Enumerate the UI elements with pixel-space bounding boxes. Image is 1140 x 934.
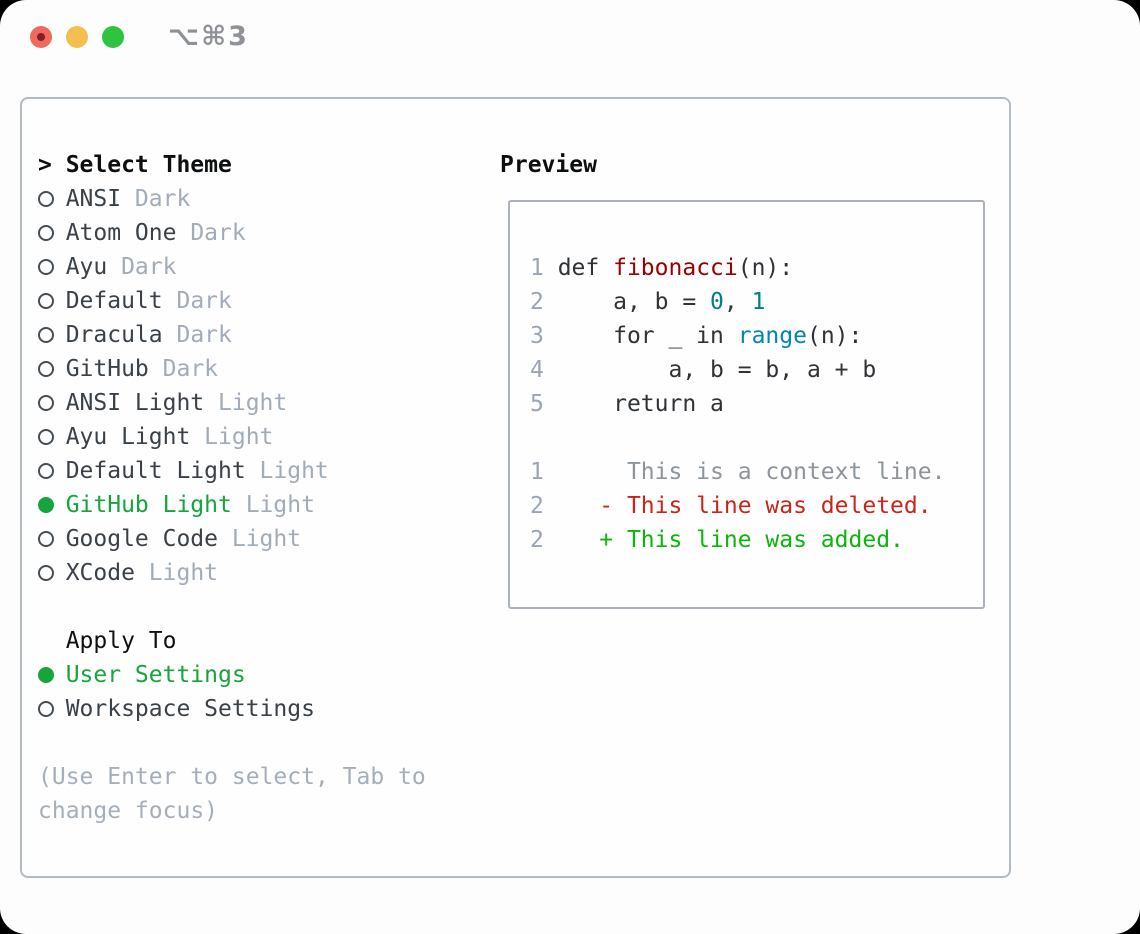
- select-theme-header: > Select Theme: [38, 148, 426, 182]
- builtin-token: range: [737, 323, 807, 349]
- code-line: 2 a, b = 0, 1: [530, 289, 766, 315]
- diff-added-line: 2 + This line was added.: [530, 527, 904, 553]
- close-button[interactable]: [30, 26, 52, 48]
- radio-icon: [38, 420, 66, 455]
- diff-deleted-line: 2 - This line was deleted.: [530, 493, 932, 519]
- window-title: ⌥⌘3: [168, 21, 249, 52]
- radio-icon: [38, 454, 66, 489]
- function-name-token: fibonacci: [613, 255, 738, 281]
- keyboard-hint-line-2: change focus): [38, 798, 219, 824]
- keyboard-hint-line-1: (Use Enter to select, Tab to: [38, 764, 426, 790]
- line-number: 2: [530, 493, 544, 519]
- preview-header: Preview: [500, 152, 597, 178]
- radio-icon: [38, 386, 66, 421]
- spacer: [530, 421, 983, 455]
- minimize-button[interactable]: [66, 26, 88, 48]
- radio-icon: [38, 216, 66, 251]
- radio-icon: [38, 352, 66, 387]
- diff-context-line: 1 This is a context line.: [530, 459, 946, 485]
- preview-box: 1 def fibonacci(n): 2 a, b = 0, 1 3 for …: [508, 200, 985, 609]
- line-number: 3: [530, 323, 544, 349]
- line-number: 1: [530, 459, 544, 485]
- radio-selected-icon: [38, 658, 66, 693]
- apply-to-label: Apply To: [65, 628, 177, 654]
- radio-icon: [38, 182, 66, 217]
- number-token: 1: [751, 289, 766, 315]
- code-line: 3 for _ in range(n):: [530, 323, 863, 349]
- code-line: 1 def fibonacci(n):: [530, 255, 794, 281]
- radio-icon: [38, 318, 66, 353]
- line-number: 4: [530, 357, 544, 383]
- line-number: 2: [530, 527, 544, 553]
- select-theme-label: Select Theme: [65, 152, 232, 178]
- line-number: 5: [530, 391, 544, 417]
- unsaved-dot-icon: [37, 33, 45, 41]
- titlebar: ⌥⌘3: [0, 0, 1140, 76]
- radio-icon: [38, 250, 66, 285]
- radio-selected-icon: [38, 488, 66, 523]
- number-token: 0: [710, 289, 724, 315]
- radio-icon: [38, 522, 66, 557]
- line-number: 2: [530, 289, 544, 315]
- zoom-button[interactable]: [102, 26, 124, 48]
- spacer: [38, 726, 426, 760]
- radio-icon: [38, 692, 66, 727]
- spacer: [38, 590, 426, 624]
- radio-icon: [38, 556, 66, 591]
- radio-icon: [38, 284, 66, 319]
- code-line: 4 a, b = b, a + b: [530, 357, 877, 383]
- apply-option-user-settings[interactable]: User Settings: [38, 658, 426, 692]
- prompt-icon: >: [38, 152, 52, 178]
- line-number: 1: [530, 255, 544, 281]
- apply-option-workspace-settings[interactable]: Workspace Settings: [38, 692, 426, 726]
- code-line: 5 return a: [530, 391, 724, 417]
- apply-to-header: Apply To: [38, 624, 426, 658]
